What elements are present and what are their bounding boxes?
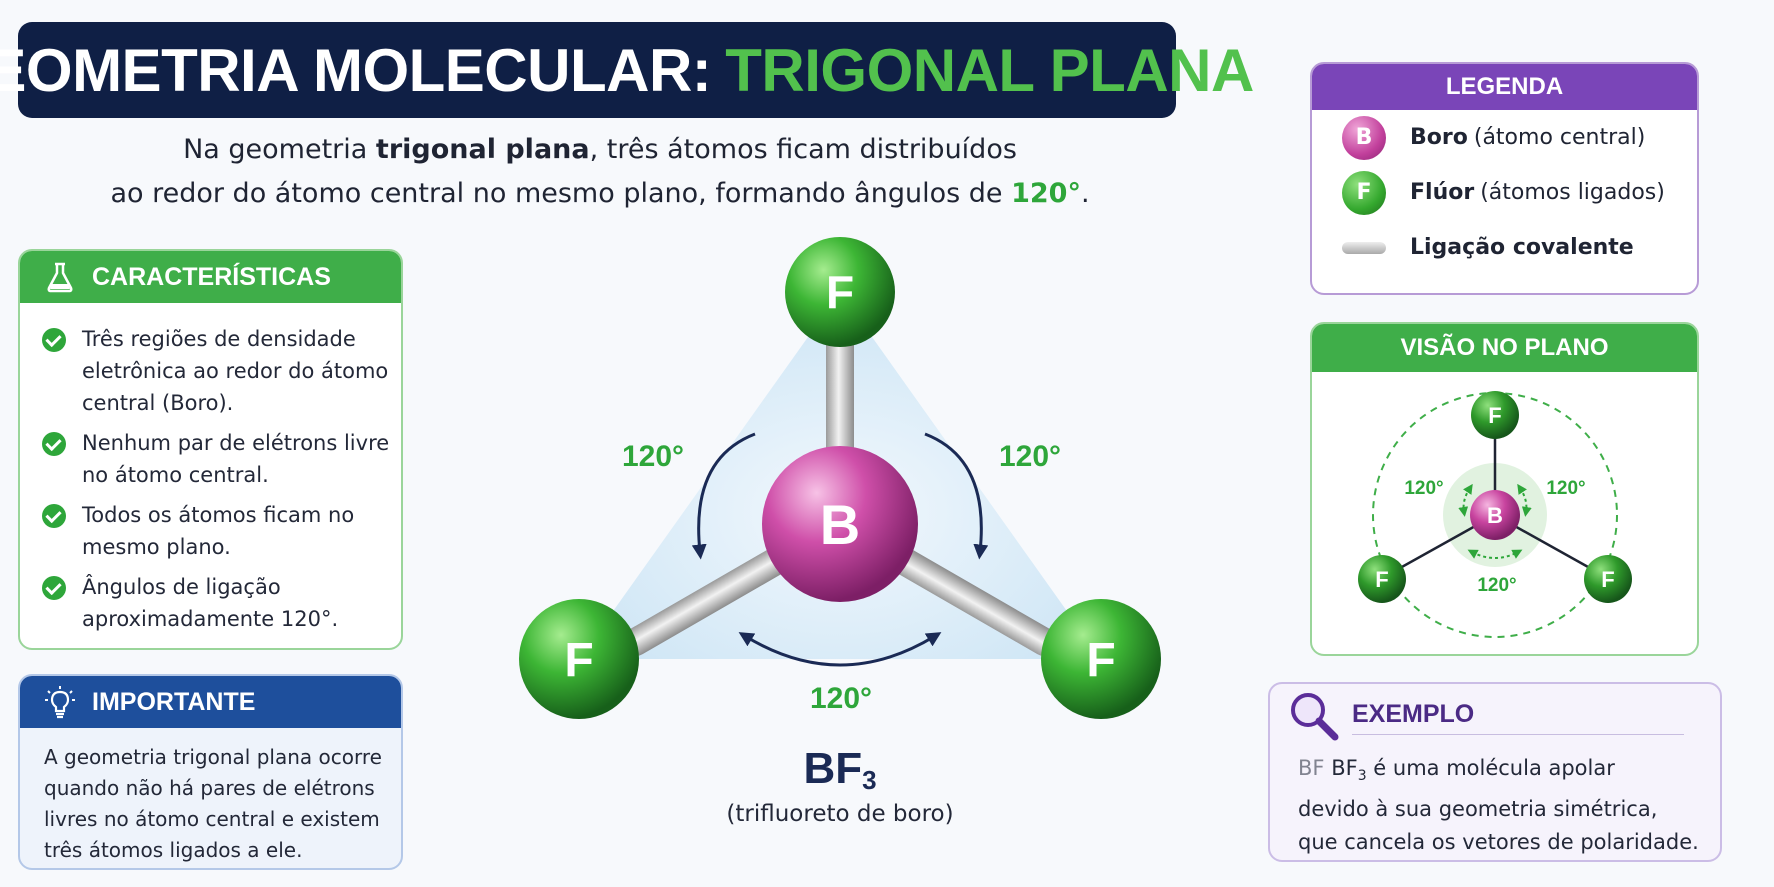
plane-f-left-label: F xyxy=(1375,567,1388,592)
molecule-name: (trifluoreto de boro) xyxy=(726,801,954,827)
caracteristicas-header: CARACTERÍSTICAS xyxy=(20,251,401,303)
importante-header: IMPORTANTE xyxy=(20,676,401,728)
legend-bond-label: Ligação covalente xyxy=(1410,235,1634,260)
intro-line2-c: . xyxy=(1080,178,1090,209)
exemplo-text-rest: é uma molécula apolar xyxy=(1366,756,1615,780)
intro-line2-a: ao redor do átomo central no mesmo plano… xyxy=(110,178,1012,209)
visao-card: VISÃO NO PLANO 120° 120° 12 xyxy=(1310,322,1699,656)
plane-f-right-label: F xyxy=(1601,567,1614,592)
plane-angle-bottom: 120° xyxy=(1477,575,1516,596)
legend-item-bond: Ligação covalente xyxy=(1312,220,1697,275)
list-item-text: Três regiões de densidade eletrônica ao … xyxy=(82,327,389,415)
exemplo-text: BF BF3 é uma molécula apolar devido à su… xyxy=(1270,744,1720,859)
legend-boro-desc: (átomo central) xyxy=(1473,125,1646,150)
importante-title: IMPORTANTE xyxy=(92,687,256,716)
exemplo-prefix: BF xyxy=(1298,756,1325,780)
legend-item-boro: B Boro (átomo central) xyxy=(1312,110,1697,165)
list-item: Três regiões de densidade eletrônica ao … xyxy=(42,323,391,419)
atom-f-left: F xyxy=(519,599,639,719)
atom-f-left-label: F xyxy=(564,634,593,687)
legenda-card: LEGENDA B Boro (átomo central) F Flúor (… xyxy=(1310,62,1699,295)
exemplo-formula-main: BF xyxy=(1331,756,1358,780)
legend-fluor-name: Flúor xyxy=(1410,180,1475,205)
caracteristicas-card: CARACTERÍSTICAS Três regiões de densidad… xyxy=(18,249,403,650)
angle-arrow-right xyxy=(924,432,989,560)
importante-card: IMPORTANTE A geometria trigonal plana oc… xyxy=(18,674,403,870)
exemplo-card: EXEMPLO BF BF3 é uma molécula apolar dev… xyxy=(1268,682,1722,862)
magnifier-icon xyxy=(1291,693,1339,741)
angle-label-right: 120° xyxy=(999,440,1061,473)
exemplo-formula-sub: 3 xyxy=(1357,768,1367,785)
title-part-1: GEOMETRIA MOLECULAR: xyxy=(0,36,712,104)
intro-line1-c: , três átomos ficam distribuídos xyxy=(589,134,1017,165)
list-item-text: Todos os átomos ficam no mesmo plano. xyxy=(82,503,355,559)
atom-f-top: F xyxy=(785,237,895,347)
caracteristicas-list: Três regiões de densidade eletrônica ao … xyxy=(20,303,401,635)
angle-arrow-bottom xyxy=(738,632,942,667)
formula-subscript: 3 xyxy=(862,765,877,795)
list-item-text: Ângulos de ligação aproximadamente 120°. xyxy=(82,575,339,631)
caracteristicas-title: CARACTERÍSTICAS xyxy=(92,262,331,291)
importante-text: A geometria trigonal plana ocorre quando… xyxy=(44,745,382,862)
atom-f-right-label: F xyxy=(1086,634,1115,687)
exemplo-line2: devido à sua geometria simétrica, xyxy=(1298,797,1658,822)
bf3-molecule-diagram: 120° 120° 120° F F F B xyxy=(519,237,1161,719)
fluorine-atom-icon: F xyxy=(1342,170,1386,215)
list-item: Todos os átomos ficam no mesmo plano. xyxy=(42,499,391,563)
check-icon xyxy=(42,504,66,528)
plane-arc-right xyxy=(1517,483,1532,517)
formula-main: BF xyxy=(803,744,863,793)
atom-b-central: B xyxy=(762,446,918,602)
boron-atom-icon: B xyxy=(1342,115,1386,160)
plane-b-label: B xyxy=(1487,503,1503,528)
intro-text: Na geometria trigonal plana, três átomos… xyxy=(60,128,1140,216)
legend-item-fluor: F Flúor (átomos ligados) xyxy=(1312,165,1697,220)
legend-boro-name: Boro xyxy=(1410,125,1468,150)
exemplo-divider xyxy=(1352,734,1684,735)
legenda-title: LEGENDA xyxy=(1445,73,1564,100)
intro-highlight: trigonal plana xyxy=(375,134,590,165)
legend-fluor-desc: (átomos ligados) xyxy=(1480,180,1665,205)
angle-arrow-left xyxy=(691,432,756,560)
check-icon xyxy=(42,432,66,456)
atom-f-top-label: F xyxy=(826,266,854,318)
plane-arc-bottom xyxy=(1467,549,1523,559)
plane-atom-b: B xyxy=(1470,490,1520,540)
atom-f-right: F xyxy=(1041,599,1161,719)
plane-angle-right: 120° xyxy=(1546,478,1585,499)
page-title: GEOMETRIA MOLECULAR: TRIGONAL PLANA xyxy=(0,22,1254,118)
exemplo-header: EXEMPLO xyxy=(1270,684,1720,744)
plane-atom-f-top: F xyxy=(1471,391,1519,439)
title-part-2: TRIGONAL PLANA xyxy=(725,36,1254,104)
list-item: Ângulos de ligação aproximadamente 120°. xyxy=(42,571,391,635)
plane-view-diagram: 120° 120° 120° F F F B xyxy=(1358,391,1632,638)
check-icon xyxy=(42,576,66,600)
plane-atom-f-left: F xyxy=(1358,555,1406,603)
plane-f-top-label: F xyxy=(1488,403,1501,428)
molecule-formula: BF3 xyxy=(740,744,940,796)
angle-label-left: 120° xyxy=(622,440,684,473)
intro-angle: 120° xyxy=(1011,178,1081,209)
lightbulb-icon xyxy=(45,686,75,719)
plane-angle-left: 120° xyxy=(1404,478,1443,499)
exemplo-title: EXEMPLO xyxy=(1352,699,1475,728)
plane-atom-f-right: F xyxy=(1584,555,1632,603)
visao-title: VISÃO NO PLANO xyxy=(1400,334,1609,361)
intro-line1-a: Na geometria xyxy=(183,134,376,165)
list-item-text: Nenhum par de elétrons livre no átomo ce… xyxy=(82,431,390,487)
list-item: Nenhum par de elétrons livre no átomo ce… xyxy=(42,427,391,491)
plane-arc-left xyxy=(1458,483,1473,517)
check-icon xyxy=(42,328,66,352)
bond-icon xyxy=(1342,241,1386,254)
exemplo-line3: que cancela os vetores de polaridade. xyxy=(1298,830,1699,855)
legenda-header: LEGENDA xyxy=(1312,64,1697,110)
angle-label-bottom: 120° xyxy=(810,682,872,715)
atom-b-label: B xyxy=(820,493,860,556)
visao-header: VISÃO NO PLANO xyxy=(1312,324,1697,372)
flask-icon xyxy=(47,262,73,293)
